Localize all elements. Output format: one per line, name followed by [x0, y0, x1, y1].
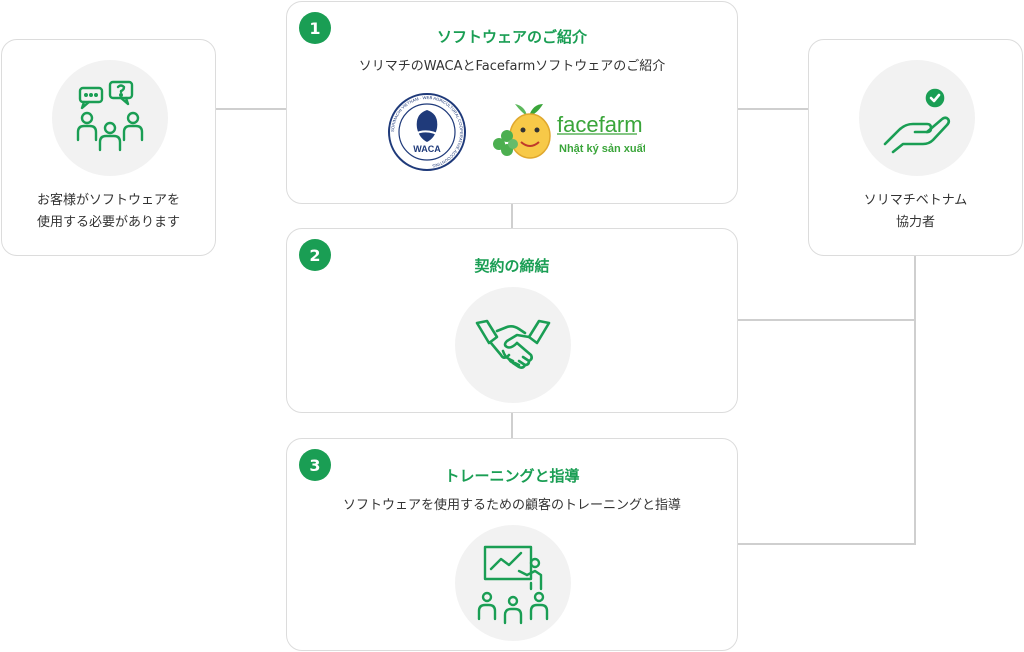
partner-text-line1: ソリマチベトナム: [863, 193, 968, 208]
presentation-training-icon: [477, 545, 549, 625]
customer-text-line2: 使用する必要があります: [36, 215, 180, 230]
connector-step1-partner: [738, 108, 809, 110]
step-2-title: 契約の締結: [474, 257, 550, 275]
partner-icon-circle: [859, 60, 975, 176]
customer-text-line1: お客様がソフトウェアを: [36, 193, 180, 208]
waca-logo-text: WACA: [413, 144, 441, 154]
step-1-title: ソフトウェアのご紹介: [436, 28, 587, 46]
handshake-icon: [475, 319, 551, 369]
connector-step2-step3: [511, 413, 513, 438]
people-discussion-icon: [76, 80, 144, 152]
step-3-title: トレーニングと指導: [444, 467, 580, 485]
partner-card: ソリマチベトナム 協力者: [808, 39, 1023, 256]
step-3-icon-circle: [455, 525, 571, 641]
connector-partner-vertical: [914, 256, 916, 544]
connector-partner-step2: [738, 319, 916, 321]
facefarm-logo: facefarm Nhật ký sản xuất: [493, 104, 645, 159]
step-1-subtitle: ソリマチのWACAとFacefarmソフトウェアのご紹介: [358, 59, 666, 74]
step-1-number: 1: [299, 12, 331, 44]
step-1-card: 1 ソフトウェアのご紹介 ソリマチのWACAとFacefarmソフトウェアのご紹…: [286, 1, 738, 204]
step-3-number: 3: [299, 449, 331, 481]
step-3-card: 3 トレーニングと指導 ソフトウェアを使用するための顧客のトレーニングと指導: [286, 438, 738, 651]
customer-text: お客様がソフトウェアを 使用する必要があります: [2, 190, 215, 234]
step-2-number: 2: [299, 239, 331, 271]
connector-step1-step2: [511, 204, 513, 228]
waca-logo: WACA SORIMACHI VIETNAM · WEB AGRICULTURA…: [388, 93, 466, 171]
customer-card: お客様がソフトウェアを 使用する必要があります: [1, 39, 216, 256]
connector-partner-step3: [738, 543, 916, 545]
facefarm-brand: facefarm: [557, 112, 643, 137]
hand-check-icon: [883, 88, 951, 154]
partner-text-line2: 協力者: [895, 215, 935, 230]
step-2-icon-circle: [455, 287, 571, 403]
connector-customer-step1: [216, 108, 286, 110]
facefarm-tagline: Nhật ký sản xuất: [559, 143, 645, 155]
customer-icon-circle: [52, 60, 168, 176]
step-3-subtitle: ソフトウェアを使用するための顧客のトレーニングと指導: [342, 498, 681, 513]
partner-text: ソリマチベトナム 協力者: [809, 190, 1022, 234]
step-2-card: 2 契約の締結: [286, 228, 738, 413]
